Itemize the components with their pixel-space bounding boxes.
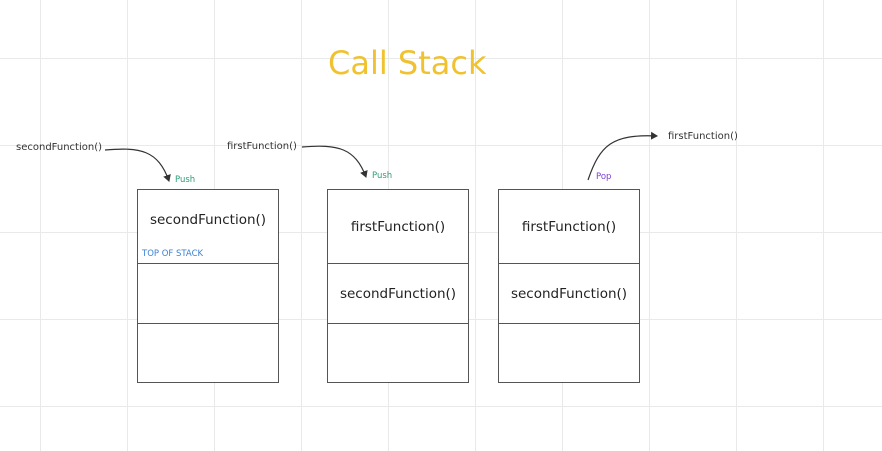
incoming-function-label-1: secondFunction() <box>16 142 103 153</box>
stack3-slot-2: secondFunction() <box>499 264 639 324</box>
push-label-2: Push <box>372 171 393 181</box>
stack1-slot-1: secondFunction() <box>138 190 278 264</box>
stack3-slot-1: firstFunction() <box>499 190 639 264</box>
call-stack-1: secondFunction() <box>137 189 279 383</box>
outgoing-function-label: firstFunction() <box>668 131 738 142</box>
stack1-slot-3 <box>138 324 278 382</box>
push-arrow-1 <box>104 148 171 182</box>
push-arrow-2 <box>301 145 368 178</box>
incoming-function-label-2: firstFunction() <box>227 141 297 152</box>
top-of-stack-label: TOP OF STACK <box>142 249 204 259</box>
stack1-slot-2 <box>138 264 278 324</box>
stack2-slot-2: secondFunction() <box>328 264 468 324</box>
call-stack-2: firstFunction() secondFunction() <box>327 189 469 383</box>
diagram-title: Call Stack <box>328 44 487 82</box>
stack3-slot-3 <box>499 324 639 382</box>
call-stack-3: firstFunction() secondFunction() <box>498 189 640 383</box>
stack2-slot-3 <box>328 324 468 382</box>
push-label-1: Push <box>175 175 196 185</box>
stack2-slot-1: firstFunction() <box>328 190 468 264</box>
pop-label: Pop <box>596 172 612 182</box>
pop-arrow <box>587 131 658 181</box>
